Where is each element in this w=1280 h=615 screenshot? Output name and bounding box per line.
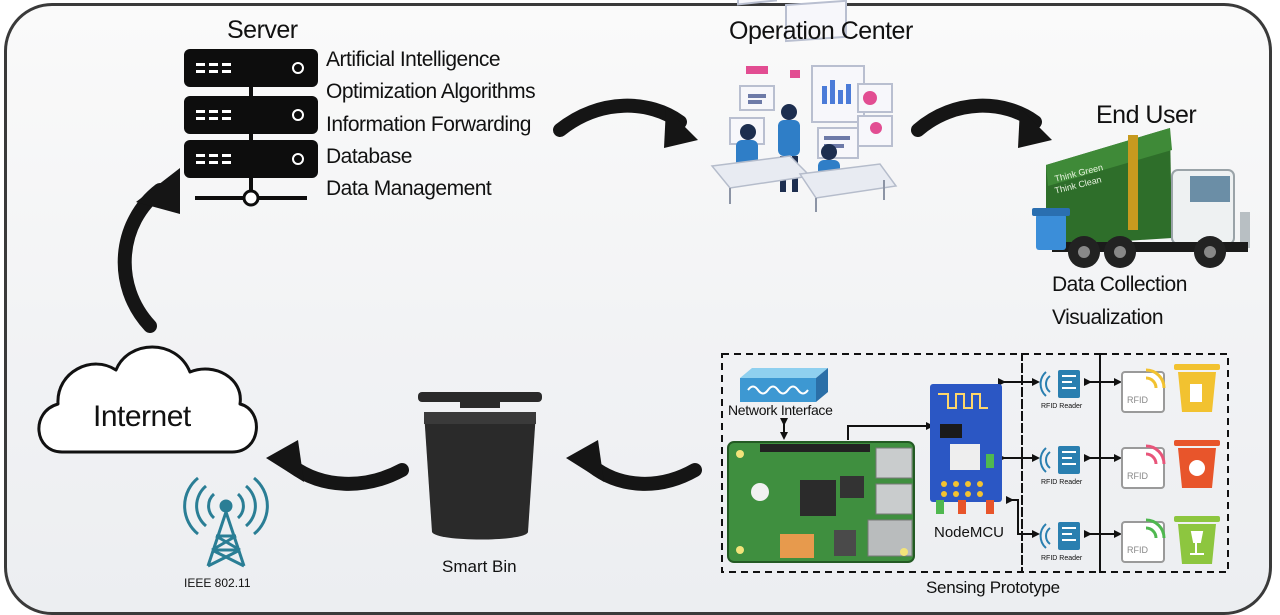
rfid-signal-icons [1145,368,1166,539]
antenna-tower-icon [183,476,269,568]
server-rack-icon [184,49,318,207]
prototype-connectors [780,378,1122,538]
network-interface-label: Network Interface [728,402,833,418]
yellow-bin-icon [1174,364,1220,412]
arrow-server-to-operation [553,98,687,137]
arrow-heads [136,108,1052,482]
arrow-bin-to-internet [285,459,409,491]
arrow-internet-to-server [117,183,167,333]
diagram-canvas: Server Artificial Intelligence Optimizat… [4,0,1272,615]
arrow-operation-to-enduser [911,98,1042,137]
nodemcu-module [930,384,1002,514]
end-user-title: End User [1096,101,1197,129]
server-item: Information Forwarding [326,113,531,136]
sensing-prototype-title: Sensing Prototype [926,578,1060,597]
end-user-item: Data Collection [1052,273,1187,296]
nodemcu-label: NodeMCU [934,524,1005,541]
raspberry-pi-board [727,441,915,563]
end-user-item: Visualization [1052,306,1164,329]
internet-label: Internet [93,400,191,433]
ieee-label: IEEE 802.11 [184,576,251,590]
operation-center-title: Operation Center [729,17,913,45]
network-switch-icon [740,368,828,402]
arrow-prototype-to-bin [585,459,702,491]
server-item: Artificial Intelligence [326,48,501,71]
server-item: Optimization Algorithms [326,80,536,103]
rfid-tag-label: RFID [1127,395,1148,405]
rfid-reader-icons [1039,370,1080,550]
rfid-tag-label: RFID [1127,545,1148,555]
orange-bin-icon [1174,440,1220,488]
cloud-icon [37,345,258,454]
rfid-reader-label: RFID Reader [1041,479,1083,486]
green-bin-icon [1174,516,1220,564]
rfid-tag-label: RFID [1127,471,1148,481]
smart-bin-icon [418,392,542,540]
server-item: Data Management [326,177,492,200]
server-title: Server [227,16,298,44]
smart-bin-label: Smart Bin [442,557,517,576]
rfid-reader-label: RFID Reader [1041,403,1083,410]
server-item: Database [326,145,412,168]
garbage-truck-illustration [1032,128,1250,268]
rfid-reader-label: RFID Reader [1041,555,1083,562]
prototype-boxes [721,353,1229,573]
diagram-graphics [37,0,1250,573]
operation-center-illustration [710,0,898,212]
